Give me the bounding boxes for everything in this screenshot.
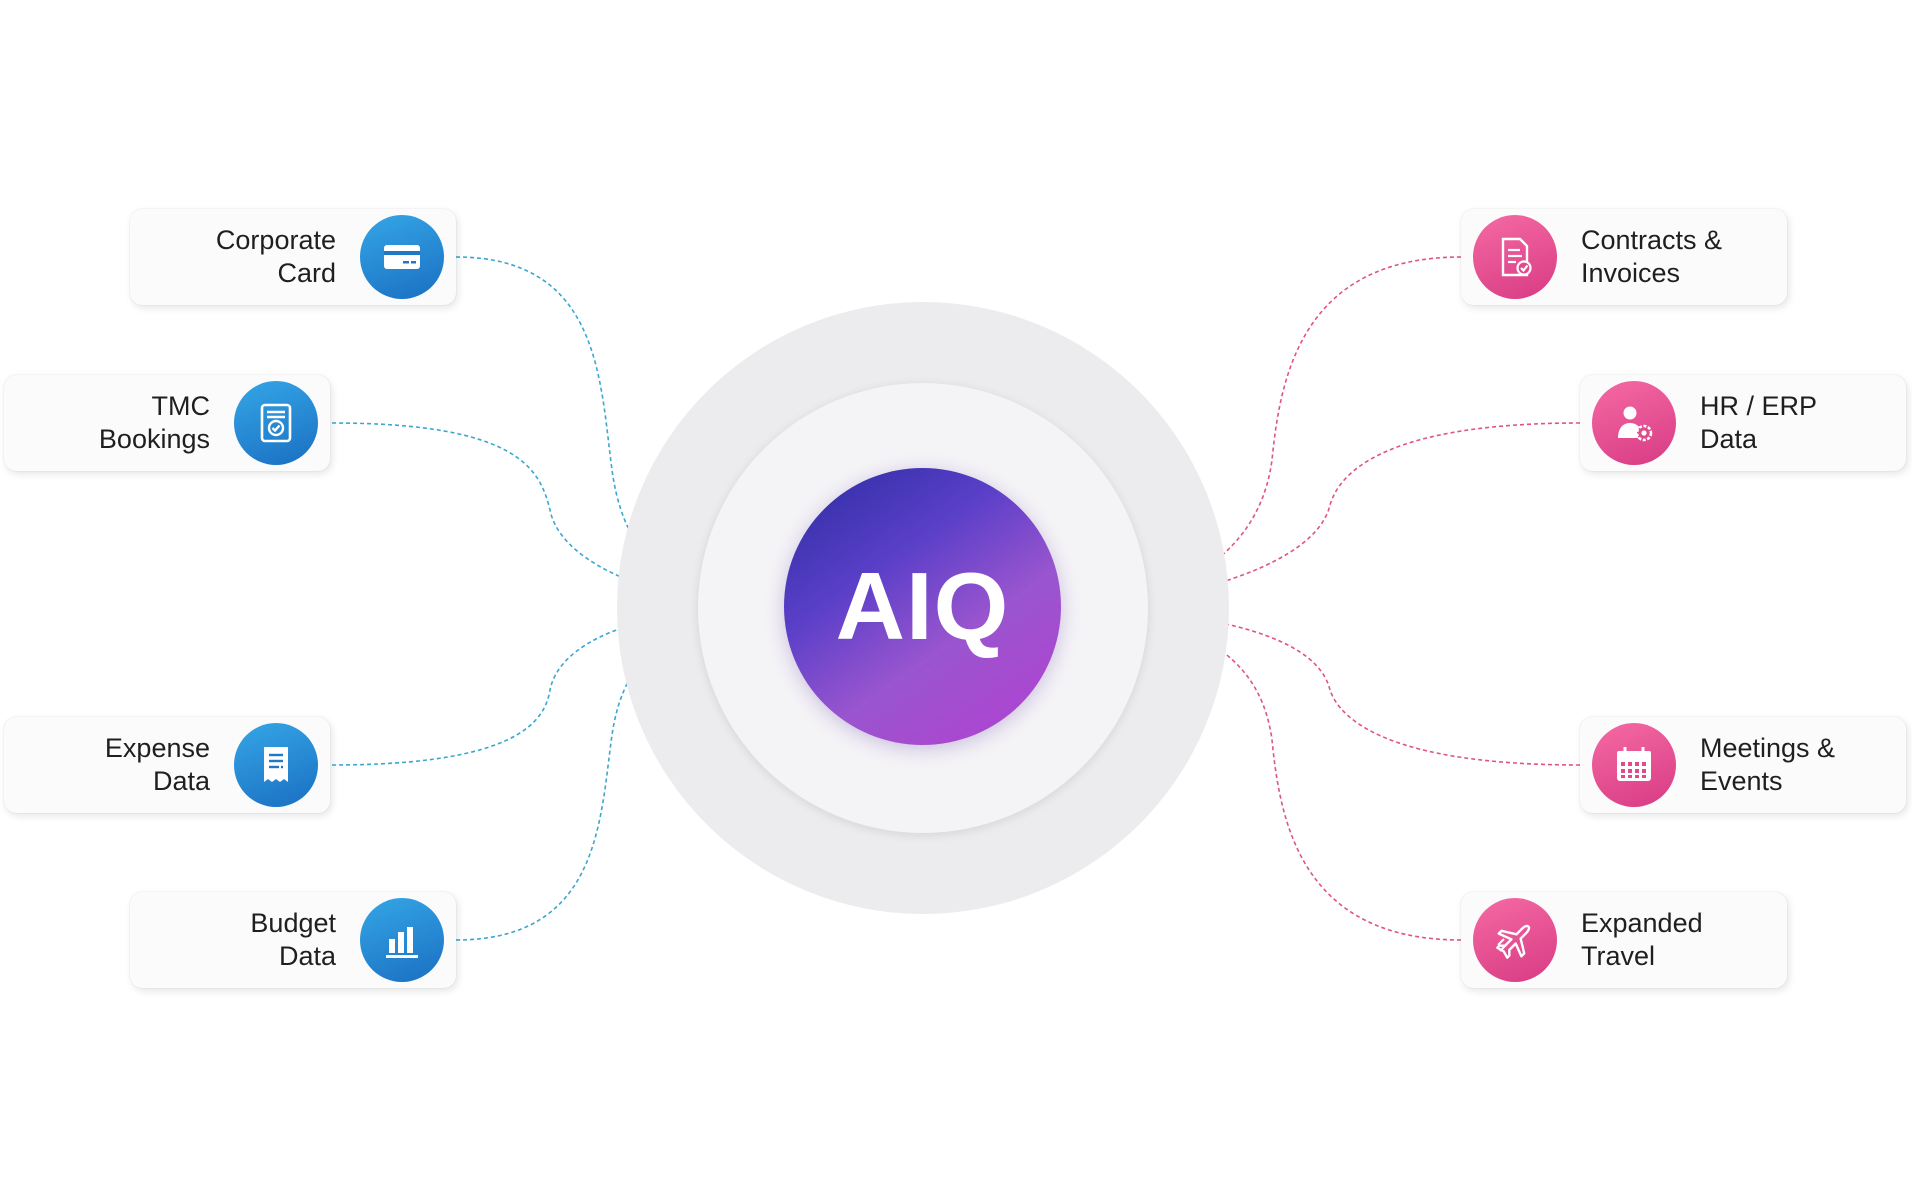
- receipt-icon: [234, 723, 318, 807]
- source-label: Budget Data: [250, 908, 336, 971]
- connector-corporate-card: [455, 256, 701, 599]
- bar-chart-icon: [360, 898, 444, 982]
- source-label: HR / ERP Data: [1700, 391, 1818, 454]
- source-label: Expanded Travel: [1581, 908, 1703, 971]
- credit-card-icon: [360, 215, 444, 299]
- source-card-meetings-events: Meetings & Events: [1580, 717, 1906, 813]
- source-card-budget-data: Budget Data: [130, 892, 456, 988]
- calendar-icon: [1592, 723, 1676, 807]
- source-card-tmc-bookings: TMC Bookings: [4, 375, 330, 471]
- connector-hr-erp-data: [1147, 422, 1581, 601]
- source-card-contracts-invoices: Contracts & Invoices: [1461, 209, 1787, 305]
- connector-contracts-invoices: [1147, 256, 1462, 597]
- source-card-expense-data: Expense Data: [4, 717, 330, 813]
- source-label: TMC Bookings: [98, 391, 210, 454]
- connector-meetings-events: [1147, 611, 1581, 766]
- hub-core: AIQ: [784, 468, 1061, 745]
- source-card-corporate-card: Corporate Card: [130, 209, 456, 305]
- source-label: Expense Data: [104, 733, 210, 796]
- user-gear-icon: [1592, 381, 1676, 465]
- hub-label: AIQ: [835, 552, 1010, 660]
- booking-document-icon: [234, 381, 318, 465]
- source-card-expanded-travel: Expanded Travel: [1461, 892, 1787, 988]
- source-label: Corporate Card: [215, 225, 336, 288]
- source-card-hr-erp-data: HR / ERP Data: [1580, 375, 1906, 471]
- source-label: Meetings & Events: [1700, 733, 1836, 796]
- airplane-icon: [1473, 898, 1557, 982]
- contract-document-icon: [1473, 215, 1557, 299]
- source-label: Contracts & Invoices: [1581, 225, 1723, 288]
